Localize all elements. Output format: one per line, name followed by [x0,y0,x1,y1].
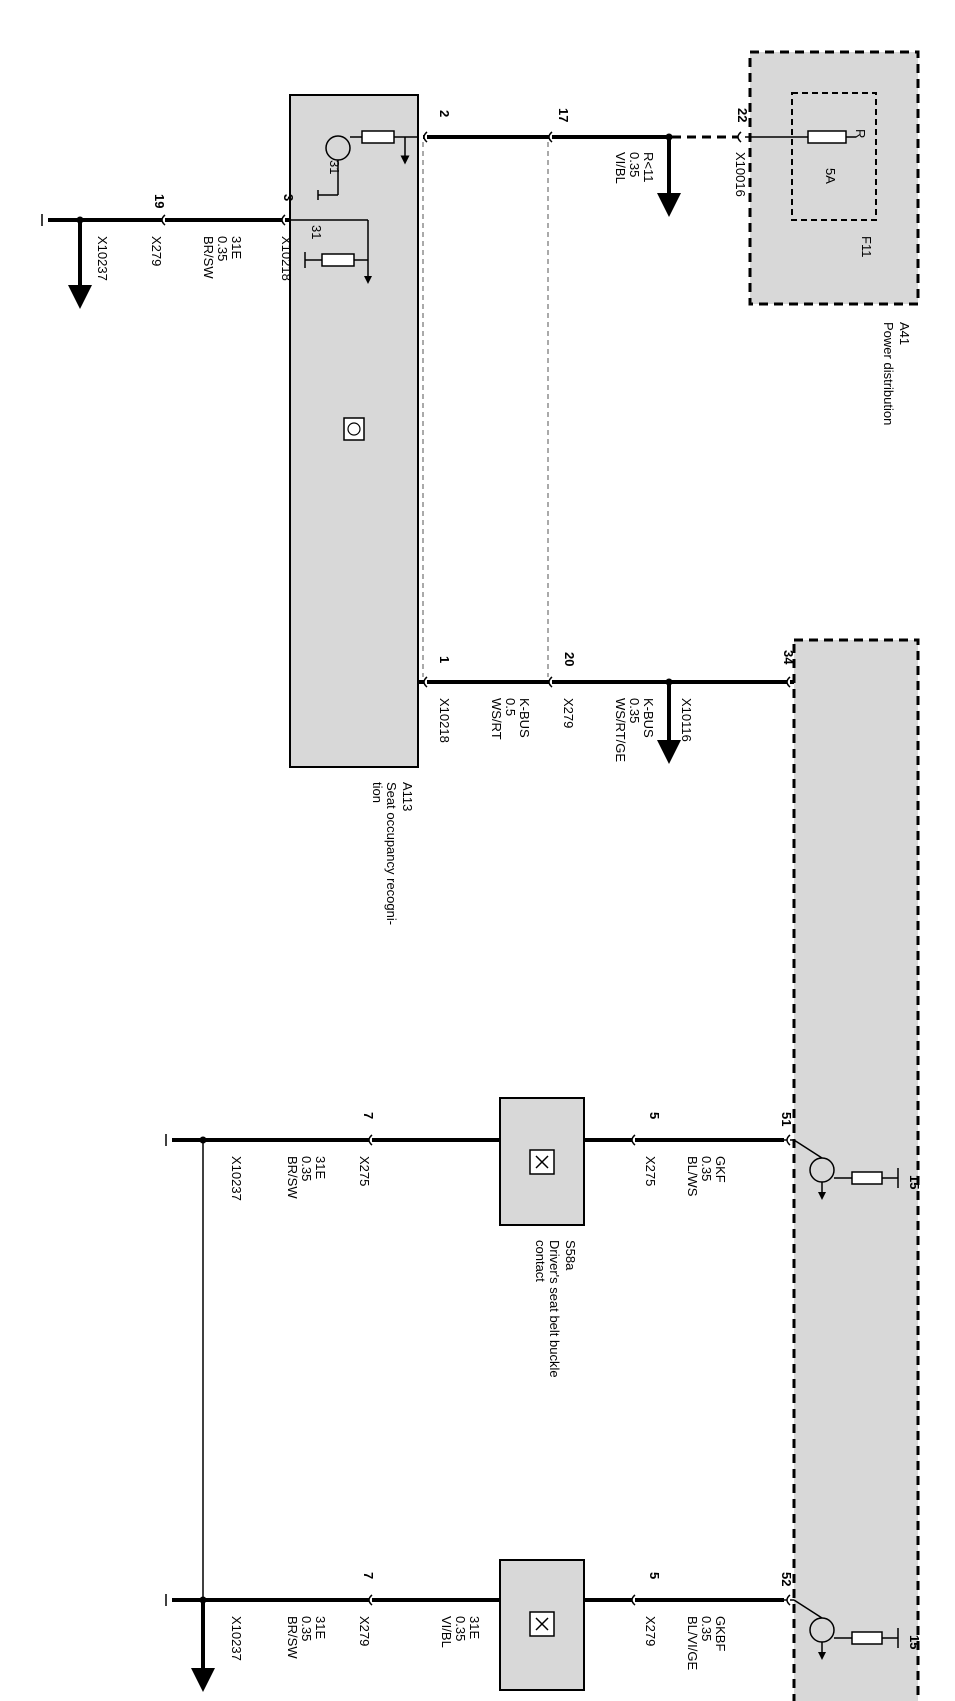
pin-7-a: 7 [361,1112,376,1119]
k-bus-wire[interactable] [418,678,794,764]
a41-name: Power distribution [881,322,896,425]
pin-5-b: 5 [647,1572,662,1579]
connector-x279-d: X279 [357,1616,372,1646]
gnd-s58a-signal: 31E [313,1156,328,1179]
a113-name-line2: tion [370,782,385,803]
kbus-a113-signal: K-BUS [517,698,532,738]
gkbf-signal: GKBF [713,1616,728,1651]
gkbf-size: 0.35 [699,1616,714,1641]
gnd-a113-signal: 31E [229,236,244,259]
s58a-name-line1: Driver's seat belt buckle [547,1240,562,1378]
controller-module[interactable] [784,638,920,1701]
pin-1: 1 [437,656,452,663]
kbus-main-size: 0.35 [627,698,642,723]
connector-x275-a: X275 [643,1156,658,1186]
pin-2: 2 [437,110,452,117]
airbag-symbol-icon [343,417,365,441]
gnd-s58a-color: BR/SW [285,1156,300,1199]
connector-x279-b: X279 [561,698,576,728]
a113-name-line1: Seat occupancy recogni- [384,782,399,925]
terminal-15-a: 15 [907,1175,922,1189]
power-wire-color: VI/BL [613,152,628,184]
a113-id: A113 [400,782,415,811]
kbus-a113-color: WS/RT [489,698,504,740]
f11-id: F11 [859,236,874,257]
a41-power-distribution[interactable] [745,50,920,306]
pin-34: 34 [781,650,796,665]
connector-x279-c: X279 [643,1616,658,1646]
pin-19: 19 [152,194,167,208]
a113-ground-wire[interactable] [41,214,290,309]
power-wire[interactable] [423,133,745,217]
gnd-b-signal: 31E [313,1616,328,1639]
gkf-size: 0.35 [699,1156,714,1181]
kbus-main-color: WS/RT/GE [613,698,628,762]
connector-x279-a: X279 [149,236,164,266]
pin-17: 17 [556,108,571,122]
f11-fuse-icon [807,130,847,144]
passenger-seat-belt-buckle-contact[interactable] [165,1559,784,1692]
kbus-main-signal: K-BUS [641,698,656,738]
gnd-s58a-size: 0.35 [299,1156,314,1181]
mid-b-size: 0.35 [453,1616,468,1641]
terminal-15-b: 15 [907,1635,922,1649]
mid-b-color: VI/BL [439,1616,454,1648]
mid-b-signal: 31E [467,1616,482,1639]
a113-seat-occupancy-module[interactable] [289,94,419,768]
terminal-31-b: 31 [309,225,324,239]
connector-x10237-a: X10237 [95,236,110,281]
connector-x10016: X10016 [733,152,748,197]
pin-51: 51 [779,1112,794,1126]
pin-20: 20 [562,652,577,666]
kbus-a113-size: 0.5 [503,698,518,716]
gnd-b-size: 0.35 [299,1616,314,1641]
pin-5-a: 5 [647,1112,662,1119]
gnd-a113-size: 0.35 [215,236,230,261]
gkf-signal: GKF [713,1156,728,1183]
pin-22: 22 [735,108,750,122]
power-wire-size: 0.35 [627,152,642,177]
connector-x10237-b: X10237 [229,1156,244,1201]
s58a-seat-belt-buckle-contact[interactable] [165,1097,784,1600]
gkbf-color: BL/VI/GE [685,1616,700,1671]
a41-id: A41 [897,322,912,345]
connector-x10218-a: X10218 [279,236,294,281]
s58a-name-line2: contact [533,1240,548,1282]
terminal-31-a: 31 [327,160,342,174]
connector-pins [161,131,791,1606]
gnd-b-color: BR/SW [285,1616,300,1659]
connector-x10116: X10116 [679,698,694,742]
connector-x275-b: X275 [357,1156,372,1186]
pin-3: 3 [281,194,296,201]
gnd-a113-color: BR/SW [201,236,216,279]
f11-rating: 5A [823,168,838,184]
f11-fuse-box [791,92,877,221]
f11-pin-letter: R [853,129,868,138]
gkf-color: BL/WS [685,1156,700,1197]
pin-7-b: 7 [361,1572,376,1579]
shield-dashed-lines [422,142,549,677]
pin-52: 52 [779,1572,794,1586]
connector-x10218-b: X10218 [437,698,452,743]
connector-x10237-c: X10237 [229,1616,244,1661]
s58a-id: S58a [563,1240,578,1271]
power-wire-signal: R<11 [641,152,656,182]
